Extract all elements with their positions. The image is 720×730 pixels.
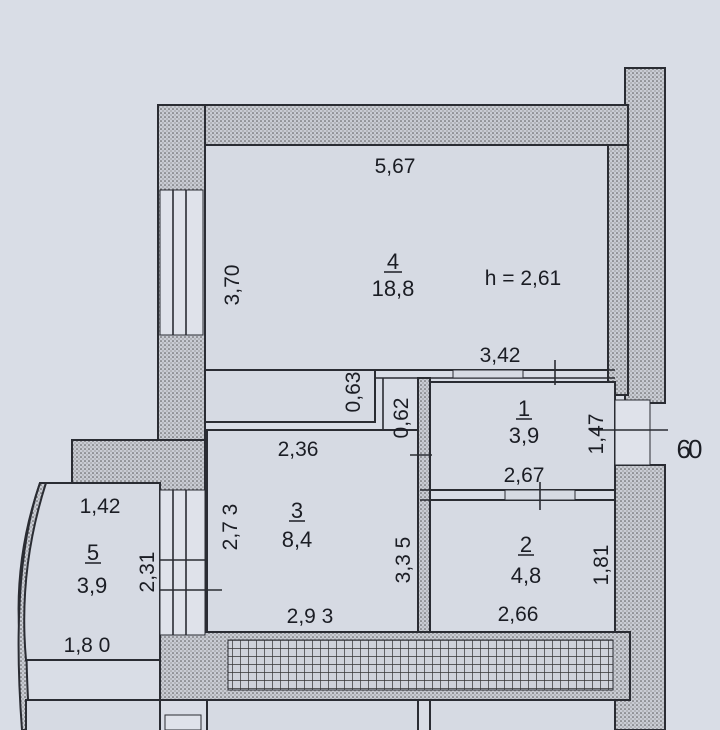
room-5-number: 5 bbox=[87, 540, 99, 565]
room-3-right-length: 3,3 5 bbox=[392, 537, 415, 584]
side-mark: 60 bbox=[677, 434, 702, 464]
window-room-4 bbox=[159, 189, 204, 336]
window-room-3 bbox=[159, 489, 206, 636]
room-2-number: 2 bbox=[520, 532, 532, 557]
room-1-number: 1 bbox=[518, 396, 530, 421]
room-5-top-width: 1,42 bbox=[80, 495, 121, 518]
room-5-bottom-width: 1,8 0 bbox=[64, 634, 111, 657]
room-4-length: 3,70 bbox=[221, 265, 244, 306]
room-1-area: 3,9 bbox=[509, 423, 540, 448]
bottom-room-left bbox=[25, 699, 161, 730]
room-5-length: 2,31 bbox=[136, 552, 159, 593]
room-2-area: 4,8 bbox=[511, 563, 542, 588]
room-5 bbox=[23, 482, 161, 661]
room-3 bbox=[206, 429, 419, 633]
room-3-bottom-width: 2,9 3 bbox=[287, 605, 334, 628]
room-4-width: 5,67 bbox=[375, 155, 416, 178]
room-1-length: 1,47 bbox=[585, 414, 608, 455]
room-4-area: 18,8 bbox=[372, 276, 415, 301]
window-bottom bbox=[164, 714, 202, 730]
room-2-length: 1,81 bbox=[590, 545, 613, 586]
dim-3-42: 3,42 bbox=[480, 344, 521, 367]
room-3-left-length: 2,7 3 bbox=[219, 504, 242, 551]
room-3-top-width: 2,36 bbox=[278, 438, 319, 461]
bottom-room-right bbox=[429, 699, 616, 730]
dim-0-63: 0,63 bbox=[342, 372, 365, 413]
window-room-1 bbox=[614, 399, 651, 466]
room-4-number: 4 bbox=[387, 249, 399, 274]
room-4 bbox=[204, 144, 609, 371]
room-3-area: 8,4 bbox=[282, 527, 313, 552]
room-5-area: 3,9 bbox=[77, 573, 108, 598]
room-1-width: 2,67 bbox=[504, 464, 545, 487]
room-2 bbox=[429, 499, 616, 633]
dimension-ticks bbox=[160, 360, 668, 591]
ceiling-height: h = 2,61 bbox=[485, 267, 561, 290]
room-3-number: 3 bbox=[291, 498, 303, 523]
corridor-grid bbox=[227, 639, 614, 691]
room-1 bbox=[429, 381, 616, 491]
bottom-room-mid bbox=[206, 699, 419, 730]
dim-0-62: 0,62 bbox=[390, 398, 413, 439]
room-2-width: 2,66 bbox=[498, 603, 539, 626]
